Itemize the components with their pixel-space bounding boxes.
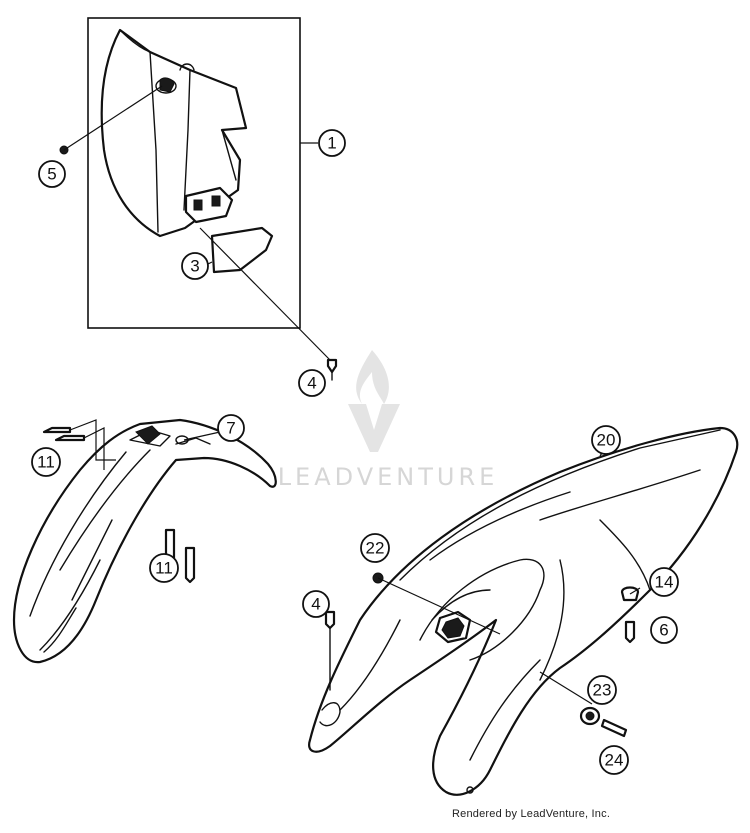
render-credit: Rendered by LeadVenture, Inc.: [452, 808, 611, 820]
callout-4-bottom: 4: [302, 590, 330, 618]
rear-fender: [308, 426, 739, 796]
callout-11-bottom-label: 11: [155, 559, 173, 578]
callout-1: 1: [318, 129, 346, 157]
callout-14: 14: [649, 567, 679, 597]
callout-6-label: 6: [659, 621, 668, 640]
watermark-logo: LEADVENTURE: [278, 350, 499, 491]
callout-22-label: 22: [366, 539, 385, 558]
callout-7: 7: [217, 414, 245, 442]
callout-4-bottom-label: 4: [311, 595, 320, 614]
callout-20-label: 20: [597, 431, 616, 450]
callout-11-left: 11: [31, 447, 61, 477]
callout-3: 3: [181, 252, 209, 280]
callout-7-label: 7: [226, 419, 235, 438]
callout-23-label: 23: [593, 681, 612, 700]
watermark-text: LEADVENTURE: [278, 463, 499, 491]
callout-14-label: 14: [655, 573, 674, 592]
callout-4-top: 4: [298, 369, 326, 397]
callout-11-left-label: 11: [37, 453, 55, 472]
callout-5-label: 5: [47, 165, 56, 184]
screw-part-4-top: [326, 358, 338, 381]
callout-23: 23: [587, 675, 617, 705]
callout-22: 22: [360, 533, 390, 563]
number-plate-decal: [210, 226, 274, 274]
callout-1-label: 1: [327, 134, 336, 153]
callout-11-bottom: 11: [149, 553, 179, 583]
callout-4-top-label: 4: [307, 374, 316, 393]
number-plate-frame: [87, 17, 301, 329]
number-plate: [100, 28, 248, 238]
callout-24: 24: [599, 745, 629, 775]
front-fender: [12, 418, 277, 664]
rear-fender-hardware: [324, 572, 640, 738]
callout-3-label: 3: [190, 257, 199, 276]
callout-6: 6: [650, 616, 678, 644]
callout-5: 5: [38, 160, 66, 188]
callout-24-label: 24: [605, 751, 624, 770]
callout-20: 20: [591, 425, 621, 455]
